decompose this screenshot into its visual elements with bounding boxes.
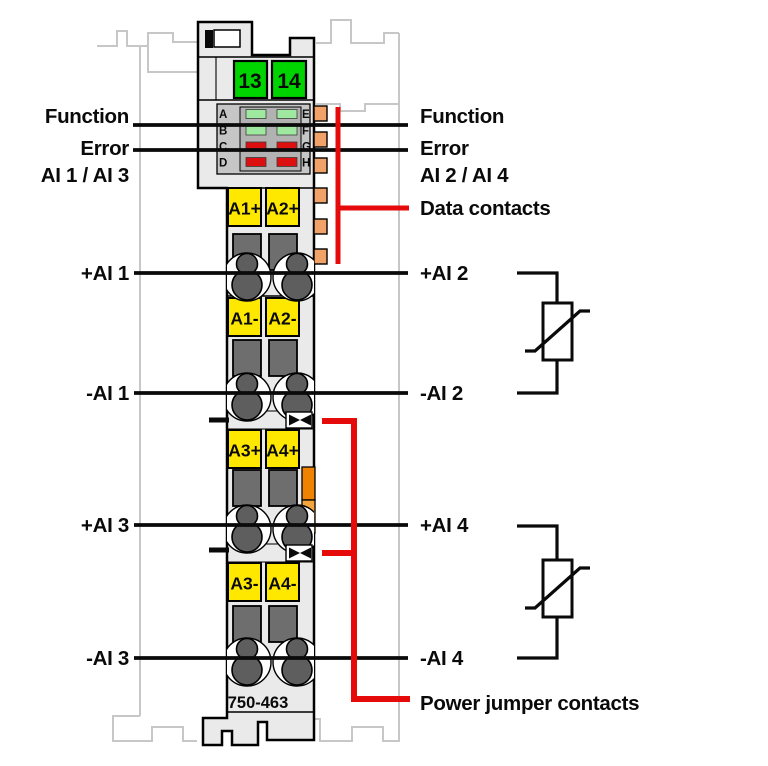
din-rail-silhouette xyxy=(97,19,400,742)
thermistor-symbol-ai2 xyxy=(517,271,590,395)
led-panel: A B C D E F G H xyxy=(216,103,311,175)
thermistor-symbol-ai4 xyxy=(517,524,590,660)
label-ai4-plus: +AI 4 xyxy=(420,514,469,537)
label-ai1-plus: +AI 1 xyxy=(81,262,129,285)
signal-wires xyxy=(133,123,408,660)
thermistor-diagonal xyxy=(525,309,590,353)
silhouette-left-top xyxy=(97,30,197,47)
led-letter-b: B xyxy=(219,126,227,138)
power-jumper-symbol-upper xyxy=(285,411,313,429)
terminal-label-a3m-text: A3- xyxy=(230,574,258,594)
tool-opening xyxy=(232,469,262,507)
silhouette-right-step xyxy=(316,103,399,112)
led-letter-e: E xyxy=(302,109,310,121)
data-contact xyxy=(313,131,328,148)
cage-clamps xyxy=(227,252,314,687)
data-contact xyxy=(313,218,328,235)
terminal-label-a4p-text: A4+ xyxy=(266,441,299,461)
label-ai3-plus: +AI 3 xyxy=(81,514,129,537)
terminal-label-a2m xyxy=(265,297,300,337)
terminal-label-a4m-text: A4- xyxy=(268,574,296,594)
led-letter-g: G xyxy=(302,142,311,154)
led-error-h xyxy=(276,157,298,167)
silhouette-left-step xyxy=(147,46,197,73)
silhouette-left-feet xyxy=(112,715,197,742)
led-function-a xyxy=(245,109,267,119)
release-latch xyxy=(205,30,213,48)
led-letter-a: A xyxy=(219,109,227,121)
terminal-label-a1m xyxy=(227,297,262,337)
power-terminal-14 xyxy=(270,59,308,100)
mount-claw-notch xyxy=(213,29,241,48)
power-terminal-13-label: 13 xyxy=(238,70,261,93)
thermistor-leads xyxy=(517,524,559,660)
terminal-label-a1p xyxy=(227,187,262,227)
red-callouts xyxy=(322,107,410,702)
terminal-label-a2m-text: A2- xyxy=(268,309,296,329)
terminal-label-a3p xyxy=(227,429,262,469)
terminal-label-a1m-text: A1- xyxy=(230,309,258,329)
label-ai1-minus: -AI 1 xyxy=(86,382,129,405)
led-letter-f: F xyxy=(302,126,309,138)
led-function-e xyxy=(276,109,298,119)
data-contact xyxy=(313,105,328,122)
thermistor-leads xyxy=(517,271,559,395)
power-jumper-line xyxy=(322,418,410,702)
label-ai3-minus: -AI 3 xyxy=(86,647,129,670)
data-contact xyxy=(313,248,328,265)
label-ai2-minus: -AI 2 xyxy=(420,382,463,405)
label-power-jumper-contacts: Power jumper contacts xyxy=(420,692,639,715)
data-contacts xyxy=(313,105,328,265)
led-letter-h: H xyxy=(302,158,310,170)
terminal-label-a3p-text: A3+ xyxy=(228,441,261,461)
terminal-label-a1p-text: A1+ xyxy=(228,199,261,219)
module-model-number: 750-463 xyxy=(228,694,289,712)
label-ai4-minus: -AI 4 xyxy=(420,647,464,670)
led-letter-c: C xyxy=(219,142,227,154)
power-jumper-contact-upper xyxy=(301,466,316,501)
tool-opening xyxy=(268,339,298,377)
label-right-function: Function xyxy=(420,105,504,128)
led-error-d xyxy=(245,157,267,167)
tool-opening xyxy=(232,339,262,377)
tool-opening xyxy=(268,605,298,643)
power-terminal-13 xyxy=(232,59,269,100)
led-function-b xyxy=(245,125,267,136)
terminal-label-a3m xyxy=(227,562,262,602)
terminal-label-a4m xyxy=(265,562,300,602)
annotation-labels: Function Error AI 1 / AI 3 +AI 1 -AI 1 +… xyxy=(41,105,640,715)
terminal-labels: A1+ A2+ A1- A2- A3+ A4+ A3- A4- xyxy=(227,187,300,602)
power-jumper-symbol-lower xyxy=(285,544,313,562)
clamp-keyhole xyxy=(231,637,313,686)
tool-opening xyxy=(232,605,262,643)
led-letter-d: D xyxy=(219,158,227,170)
power-terminal-14-label: 14 xyxy=(277,70,301,93)
data-contact xyxy=(313,187,328,204)
label-right-channels: AI 2 / AI 4 xyxy=(420,164,509,187)
label-data-contacts: Data contacts xyxy=(420,197,551,220)
label-left-channels: AI 1 / AI 3 xyxy=(41,164,129,187)
label-ai2-plus: +AI 2 xyxy=(420,262,468,285)
tool-opening xyxy=(268,469,298,507)
label-right-error: Error xyxy=(420,137,469,160)
io-module: 13 14 A B C D E F G H xyxy=(196,20,328,747)
thermistor-diagonal xyxy=(525,566,590,610)
silhouette-right-top xyxy=(316,19,399,44)
label-left-function: Function xyxy=(45,105,129,128)
terminal-label-a2p-text: A2+ xyxy=(266,199,299,219)
silhouette-right-feet xyxy=(315,716,400,742)
label-left-error: Error xyxy=(80,137,129,160)
terminal-label-a4p xyxy=(265,429,300,469)
data-contact xyxy=(313,157,328,174)
led-function-f xyxy=(276,125,298,136)
terminal-label-a2p xyxy=(265,187,300,227)
